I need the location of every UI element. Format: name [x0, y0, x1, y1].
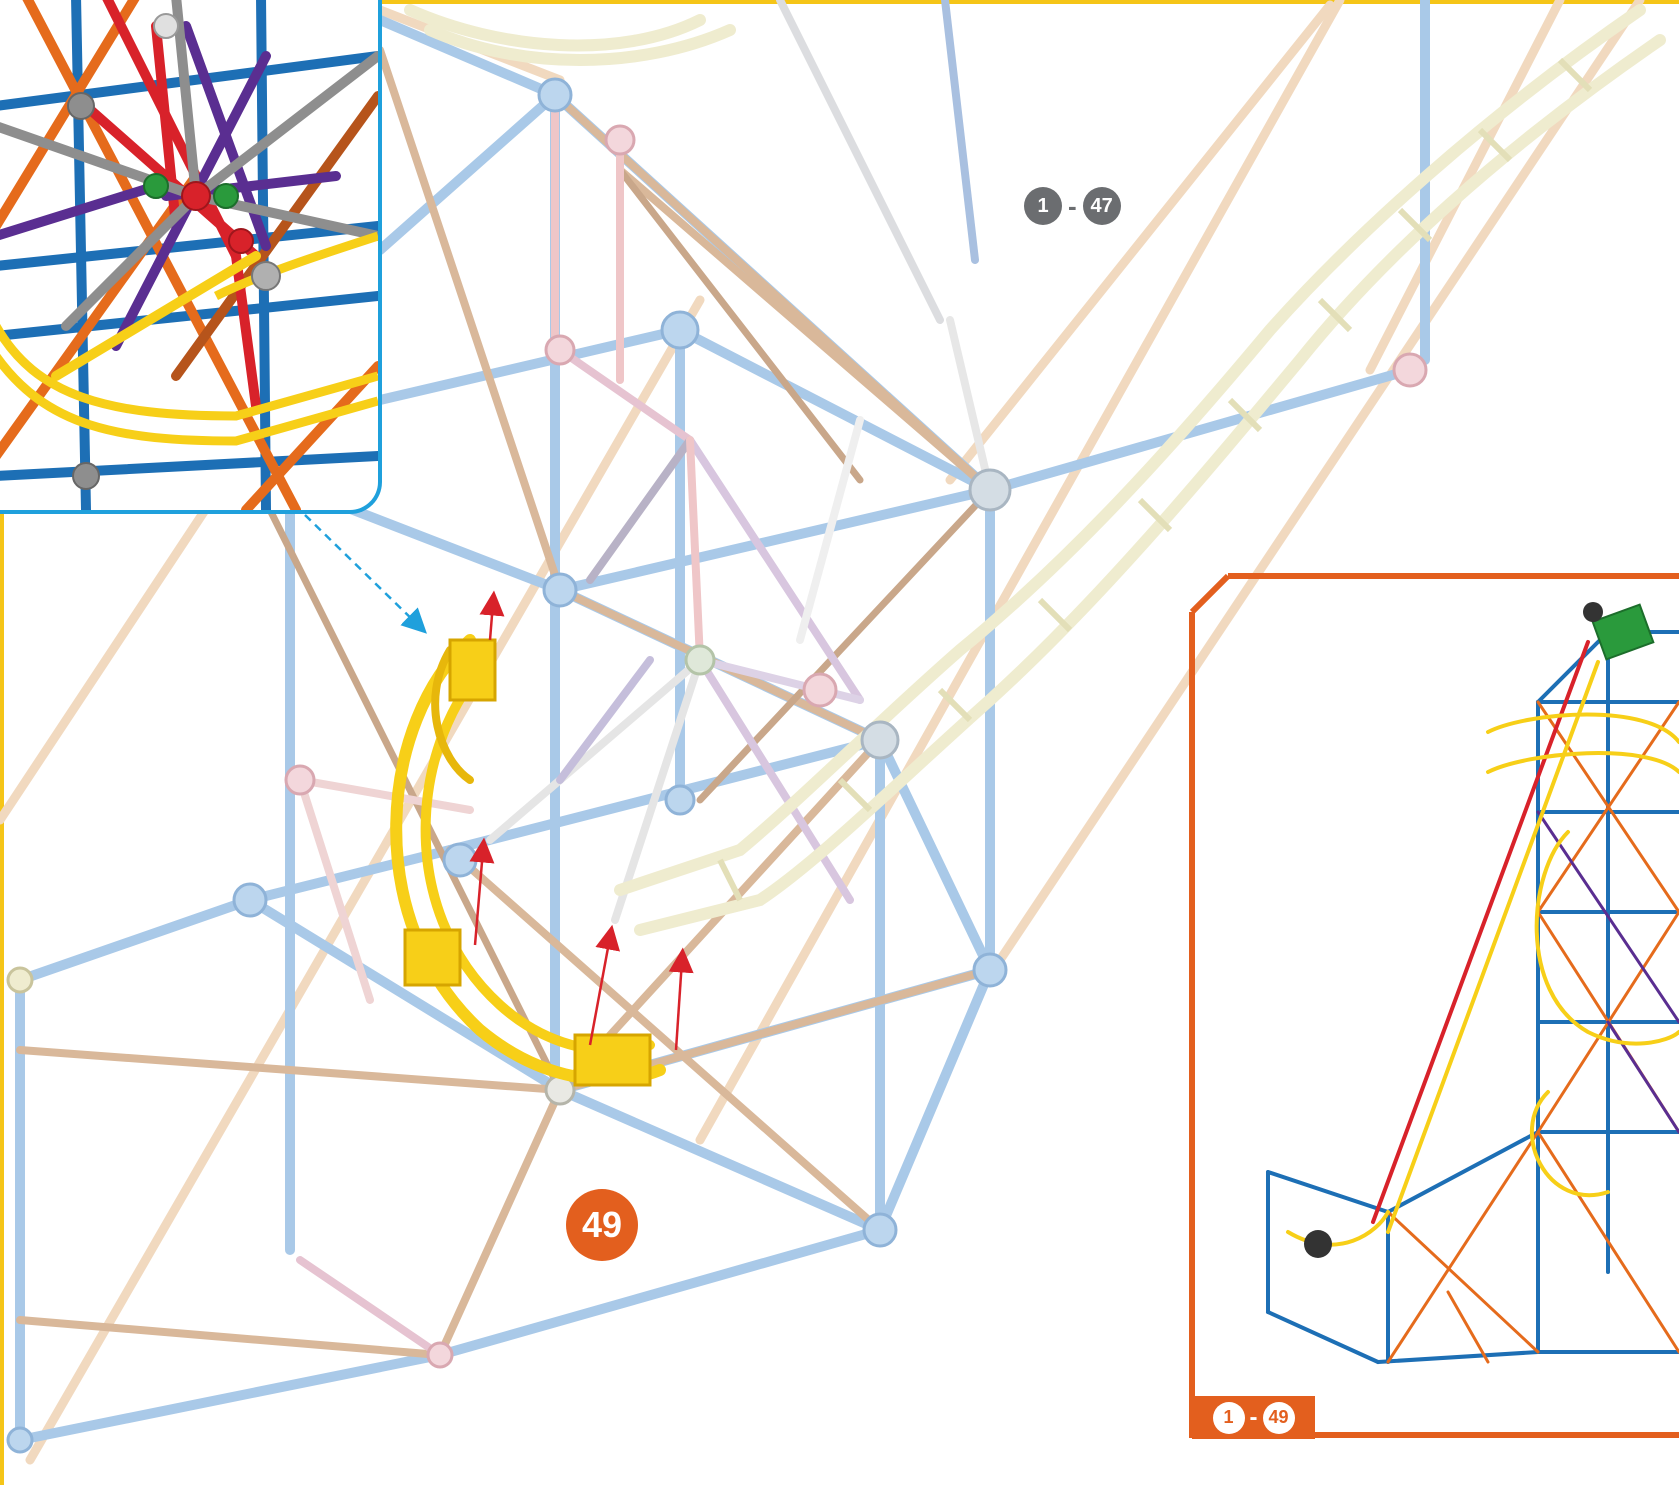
- yellow-curved-track: [390, 634, 666, 1087]
- step-range-badge: 1 - 47: [1024, 187, 1121, 225]
- overview-range-badge: 1 - 49: [1192, 1396, 1315, 1439]
- overview-range-dash: -: [1249, 1403, 1258, 1431]
- overview-panel: [1189, 573, 1679, 1438]
- cream-track: [404, 4, 1666, 936]
- hub-connectors: [6, 77, 1428, 1454]
- detail-inset: [0, 0, 382, 514]
- step-number-badge: 49: [566, 1189, 638, 1261]
- background-rods: [0, 0, 1645, 1465]
- placement-arrows: [469, 590, 694, 1051]
- tan-rods: [16, 46, 994, 1359]
- overview-model: [1266, 602, 1679, 1364]
- range-dash: -: [1068, 190, 1077, 221]
- overview-range-start: 1: [1212, 1401, 1245, 1434]
- range-start-badge: 1: [1024, 187, 1062, 225]
- inset-illustration: [0, 0, 378, 510]
- overview-range-end: 49: [1262, 1401, 1295, 1434]
- range-end-badge: 47: [1082, 187, 1121, 225]
- pastel-rods: [296, 0, 994, 1359]
- track-ties: [717, 57, 1593, 902]
- inset-pointer: [304, 514, 427, 634]
